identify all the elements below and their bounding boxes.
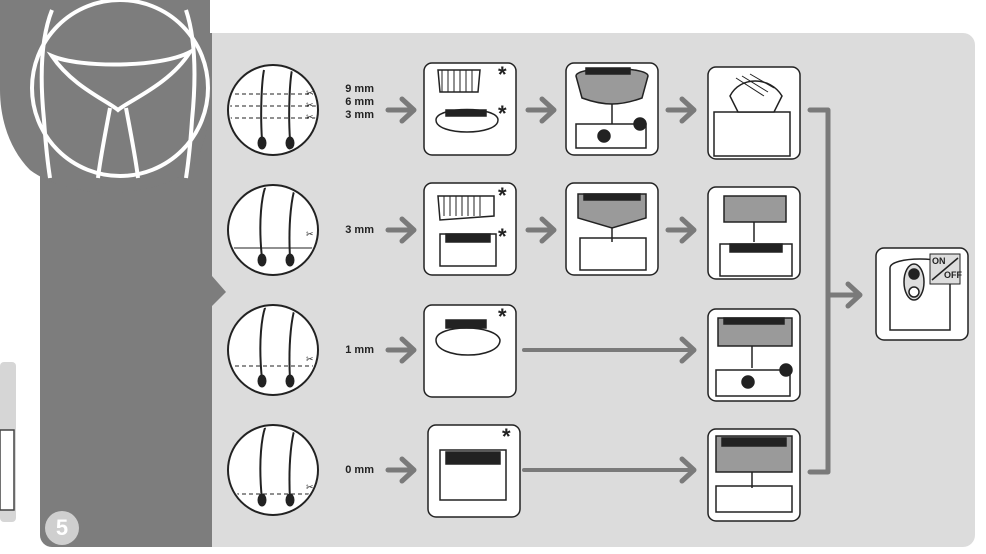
asterisk-4: *	[498, 224, 507, 249]
switch-on-label: ON	[932, 256, 946, 266]
bikini-zone-icon	[0, 0, 210, 193]
svg-text:✂: ✂	[306, 112, 314, 122]
attachment-drawings	[435, 67, 961, 513]
asterisk-5: *	[498, 304, 507, 329]
length-label-6mm: 6 mm	[345, 96, 374, 108]
page-tab	[0, 362, 16, 522]
asterisk-6: *	[502, 424, 511, 449]
hair-circle-row-3: ✂	[227, 304, 319, 396]
arrows	[385, 96, 863, 484]
length-label-3mm-b: 3 mm	[345, 224, 374, 236]
svg-text:✂: ✂	[306, 354, 314, 364]
length-label-1mm: 1 mm	[345, 344, 374, 356]
length-label-3mm-a: 3 mm	[345, 109, 374, 121]
hair-circle-row-1: ✂ ✂ ✂	[227, 64, 319, 156]
step-number: 5	[45, 511, 79, 545]
asterisk-1: *	[498, 62, 507, 87]
length-label-9mm: 9 mm	[345, 83, 374, 95]
hair-circle-row-4: ✂	[227, 424, 319, 516]
svg-text:✂: ✂	[306, 88, 314, 98]
svg-text:✂: ✂	[306, 229, 314, 239]
switch-off-label: OFF	[944, 270, 962, 280]
hair-circle-row-2: ✂	[227, 184, 319, 276]
asterisk-3: *	[498, 183, 507, 208]
asterisk-2: *	[498, 101, 507, 126]
svg-text:✂: ✂	[306, 482, 314, 492]
length-label-0mm: 0 mm	[345, 464, 374, 476]
svg-text:✂: ✂	[306, 100, 314, 110]
